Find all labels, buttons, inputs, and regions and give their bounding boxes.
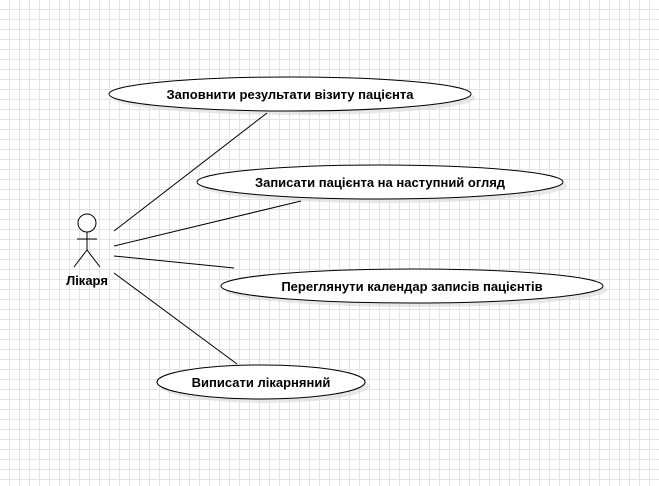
use-case-2[interactable]: Записати пацієнта на наступний огляд — [196, 164, 564, 200]
actor-label: Лікаря — [66, 273, 108, 288]
use-case-ellipse[interactable] — [156, 364, 366, 400]
use-case-ellipse[interactable] — [196, 164, 564, 200]
use-case-label: Виписати лікарняний — [192, 375, 331, 390]
shadows — [113, 81, 607, 403]
associations — [113, 112, 302, 365]
use-case-3[interactable]: Переглянути календар записів пацієнтів — [220, 268, 604, 304]
use-case-ellipse[interactable] — [220, 268, 604, 304]
actor-head-icon — [77, 213, 97, 233]
use-case-label: Записати пацієнта на наступний огляд — [255, 175, 506, 190]
actor-left-leg — [73, 249, 88, 268]
association-line-4 — [113, 272, 238, 365]
actor[interactable] — [73, 213, 101, 268]
use-case-1[interactable]: Заповнити результати візиту пацієнта — [108, 76, 472, 112]
actor-right-leg — [86, 249, 101, 268]
use-case-ellipse[interactable] — [108, 76, 472, 112]
association-line-1 — [113, 112, 268, 232]
association-line-3 — [113, 255, 235, 269]
use-case-4[interactable]: Виписати лікарняний — [156, 364, 366, 400]
association-line-2 — [113, 200, 302, 247]
use-case-label: Заповнити результати візиту пацієнта — [167, 87, 415, 102]
use-case-label: Переглянути календар записів пацієнтів — [281, 279, 542, 294]
